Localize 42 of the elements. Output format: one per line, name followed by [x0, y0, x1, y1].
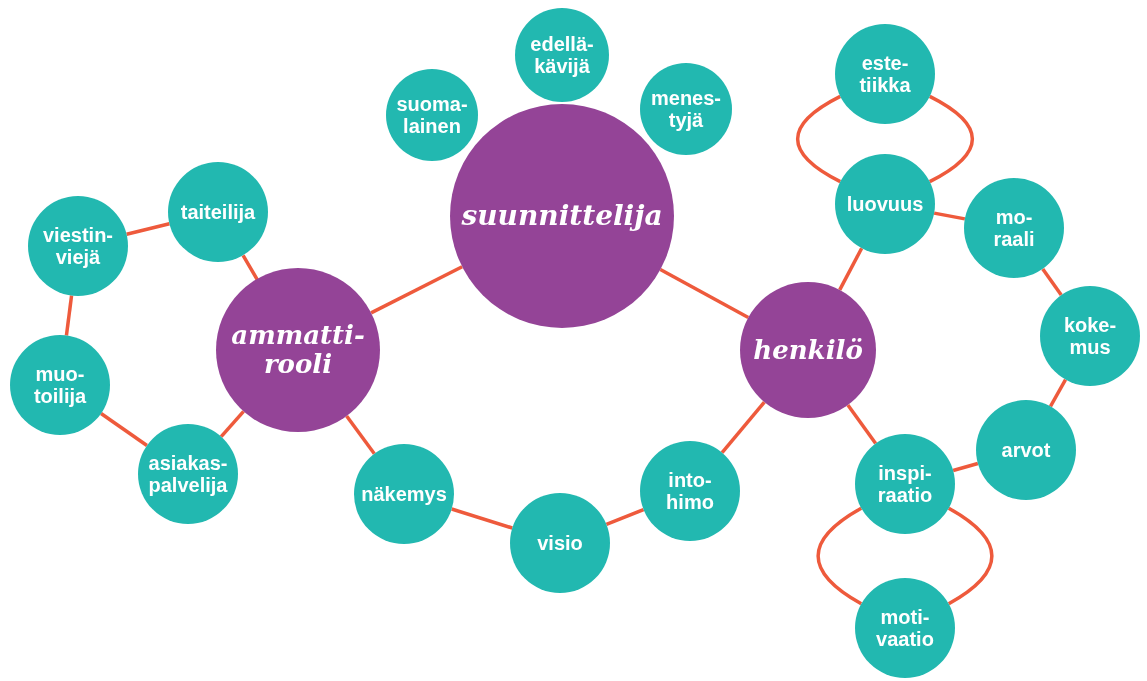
- connector-line: [952, 461, 979, 473]
- connector-line: [838, 247, 864, 291]
- circle-label: henkilö: [753, 335, 863, 365]
- connector-line: [795, 94, 842, 184]
- circle-label: suunnittelija: [461, 200, 663, 232]
- circle-label: edellä-kävijä: [530, 33, 594, 77]
- circle-label: näkemys: [361, 483, 447, 505]
- circle-label: visio: [537, 532, 583, 554]
- connector-line: [345, 415, 376, 455]
- connector-line: [126, 222, 170, 236]
- circle-label: moti-vaatio: [876, 606, 934, 650]
- connector-line: [720, 401, 766, 454]
- connector-line: [1041, 267, 1063, 297]
- circle-label: este-tiikka: [859, 52, 911, 96]
- circle-label: into-himo: [666, 469, 714, 513]
- connector-line: [605, 507, 645, 527]
- connector-line: [451, 507, 513, 530]
- circle-label: asiakas-palvelija: [148, 452, 228, 496]
- connector-line: [370, 265, 463, 315]
- circle-label: menes-tyjä: [651, 87, 721, 131]
- circle-label: viestin-viejä: [43, 224, 113, 268]
- circle-label: luovuus: [846, 193, 924, 215]
- circle-label: ammatti-rooli: [231, 321, 365, 379]
- connector-line: [928, 94, 975, 184]
- connector-line: [816, 506, 863, 606]
- circle-label: mo-raali: [993, 206, 1035, 250]
- connector-line: [100, 412, 148, 447]
- circle-label: arvot: [1001, 439, 1051, 461]
- circle-label: koke-mus: [1063, 314, 1117, 358]
- connector-line: [947, 506, 994, 606]
- connector-line: [219, 410, 245, 438]
- circle-label: taiteilija: [180, 201, 256, 223]
- circle-label: inspi-raatio: [877, 462, 933, 506]
- connector-line: [846, 404, 878, 445]
- connector-line: [1048, 378, 1068, 408]
- circle-label: muo-toilija: [33, 363, 87, 407]
- connector-line: [241, 254, 259, 280]
- concept-circle: [855, 434, 955, 534]
- connector-line: [64, 295, 74, 336]
- connector-line: [659, 268, 750, 319]
- connector-line: [933, 211, 966, 221]
- circle-label: suoma-lainen: [396, 93, 468, 137]
